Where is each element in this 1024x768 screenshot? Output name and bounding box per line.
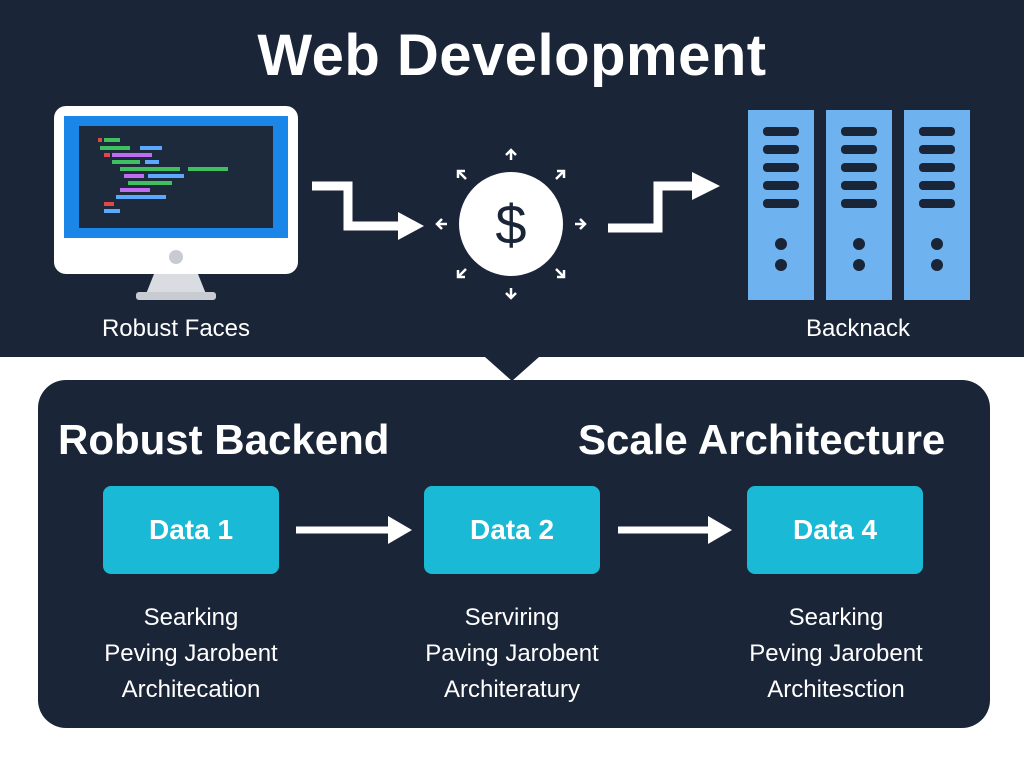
data-step-1: Data 1 [103, 486, 279, 574]
step-1-line-3: Architecation [121, 676, 261, 703]
step-2-line-2: Paving Jarobent [425, 640, 599, 667]
callout-pointer [485, 357, 539, 381]
data-step-2: Data 2 [424, 486, 600, 574]
frontend-label: Robust Faces [101, 315, 251, 342]
arrow-right-icon [312, 181, 424, 240]
robust-backend-heading: Robust Backend [58, 416, 390, 463]
dollar-exchange-icon [435, 148, 587, 300]
step-3-line-3: Architesction [767, 676, 905, 703]
monitor-code-icon [54, 106, 298, 300]
step-2-line-3: Architeratury [443, 676, 581, 703]
step-3-line-2: Peving Jarobent [749, 640, 923, 667]
scale-architecture-heading: Scale Architecture [578, 416, 946, 463]
step-1-description: Searking Peving Jarobent Architecation [71, 600, 311, 708]
step-2-description: Serviring Paving Jarobent Architeratury [392, 600, 632, 708]
page-title: Web Development [257, 23, 767, 88]
step-2-line-1: Serviring [464, 604, 560, 631]
arrow-right-icon [608, 172, 720, 233]
step-3-line-1: Searking [788, 604, 884, 631]
dollar-symbol: $ [495, 193, 526, 256]
step-3-description: Searking Peving Jarobent Architesction [716, 600, 956, 708]
data-step-3: Data 4 [747, 486, 923, 574]
arrow-right-icon [296, 516, 412, 544]
step-1-line-1: Searking [143, 604, 239, 631]
arrow-right-icon [618, 516, 732, 544]
step-1-line-2: Peving Jarobent [104, 640, 278, 667]
backend-label: Backnack [805, 315, 911, 342]
server-rack-icon [748, 110, 970, 300]
